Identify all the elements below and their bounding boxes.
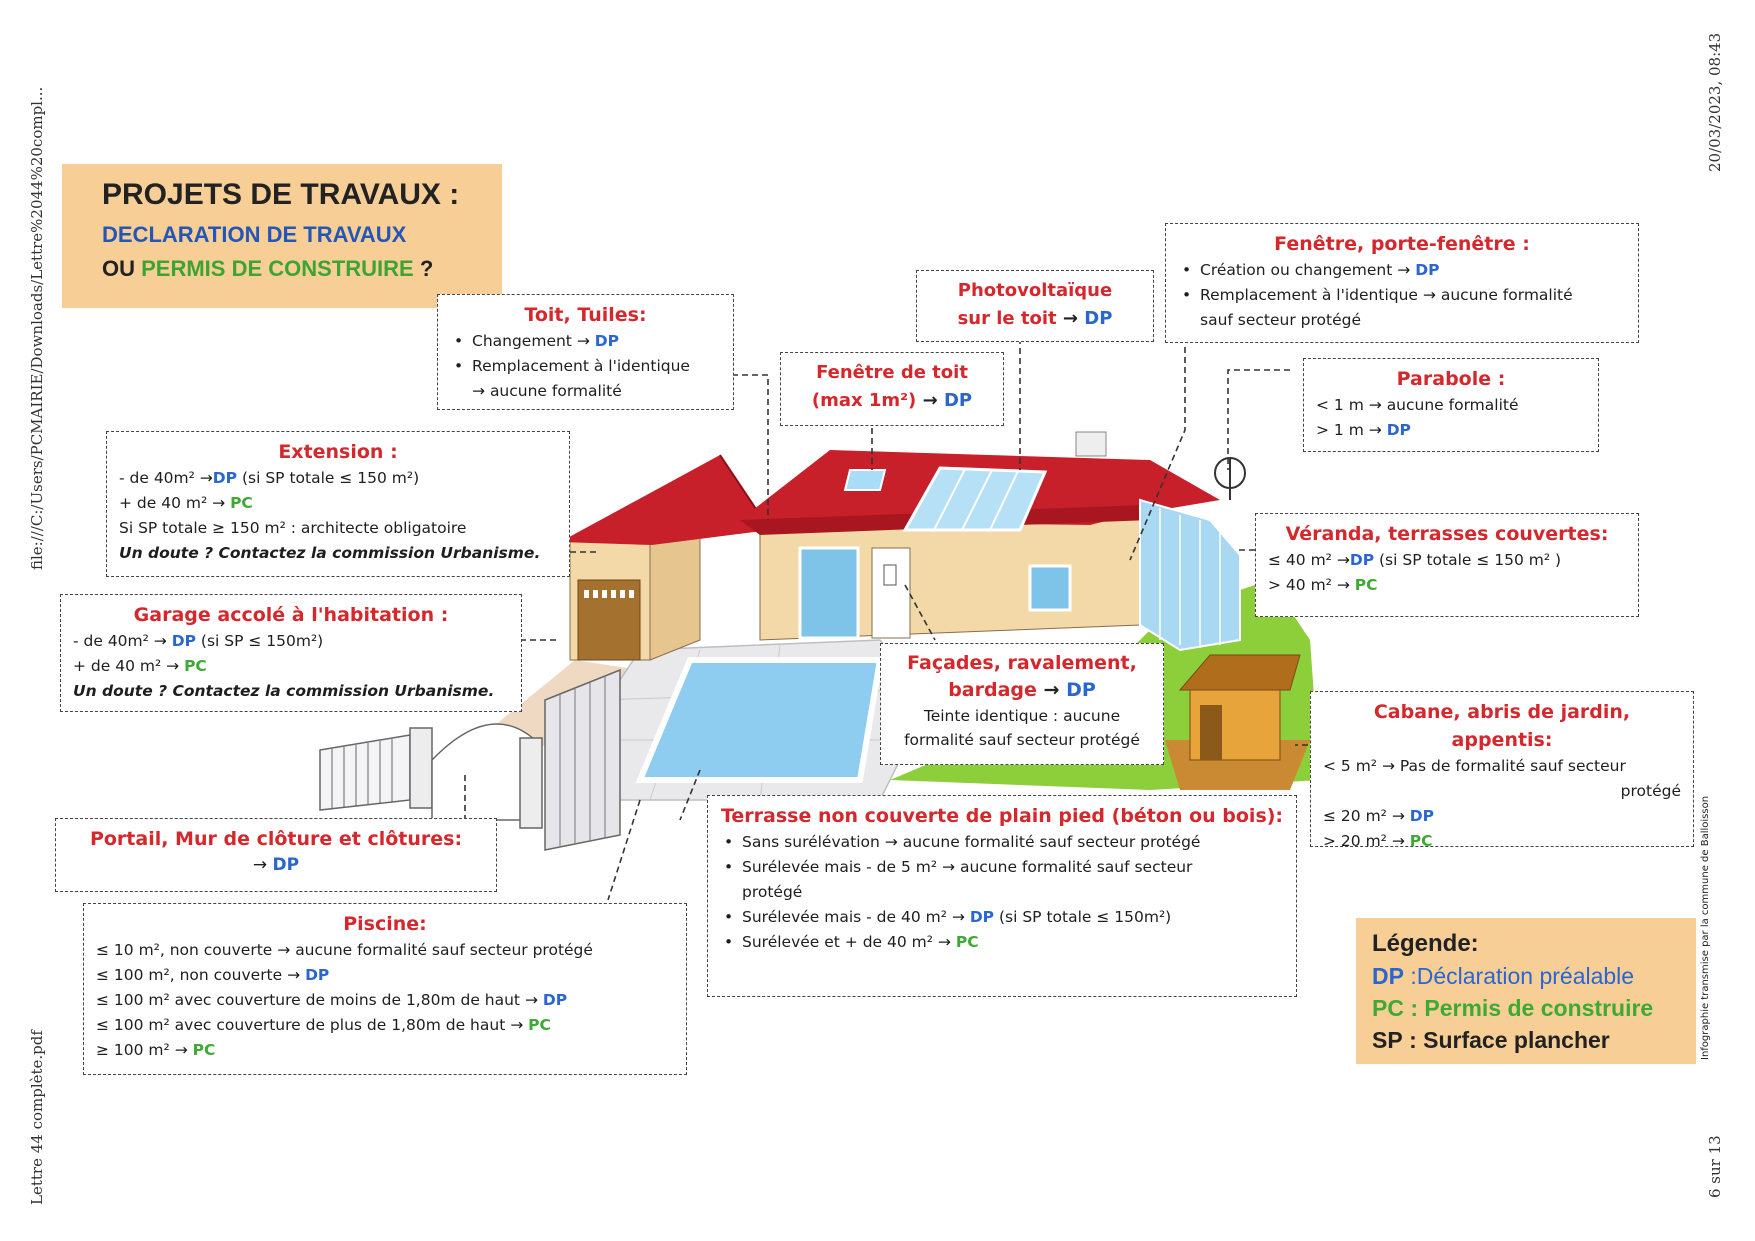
legend-pc: PC : Permis de construire bbox=[1372, 995, 1654, 1021]
solar-panels bbox=[902, 466, 1048, 532]
legend-sp: SP : Surface plancher bbox=[1372, 1027, 1610, 1053]
terrasse-box: Terrasse non couverte de plain pied (bét… bbox=[707, 795, 1297, 997]
portail-heading: Portail, Mur de clôture et clôtures: bbox=[89, 828, 463, 850]
piscine-heading: Piscine: bbox=[343, 913, 427, 935]
fenetre-toit-box: Fenêtre de toit (max 1m²) → DP bbox=[780, 352, 1004, 426]
extension-box: Extension : - de 40m² →DP (si SP totale … bbox=[106, 431, 570, 577]
parabole-box: Parabole : < 1 m → aucune formalité > 1 … bbox=[1303, 358, 1599, 452]
veranda bbox=[1139, 498, 1241, 652]
photovoltaique-box: Photovoltaïque sur le toit → DP bbox=[916, 270, 1154, 342]
fenetre-box: Fenêtre, porte-fenêtre : Création ou cha… bbox=[1165, 223, 1639, 343]
facades-box: Façades, ravalement, bardage → DP Teinte… bbox=[880, 643, 1164, 765]
bay-window bbox=[798, 546, 860, 640]
garage-heading: Garage accolé à l'habitation : bbox=[133, 604, 449, 626]
fenetre-heading: Fenêtre, porte-fenêtre : bbox=[1274, 233, 1530, 255]
legend-box: Légende: DP :Déclaration préalable PC : … bbox=[1356, 918, 1696, 1064]
veranda-heading: Véranda, terrasses couvertes: bbox=[1285, 523, 1609, 545]
toit-box: Toit, Tuiles: Changement → DP Remplaceme… bbox=[437, 294, 734, 410]
chimney bbox=[1075, 431, 1107, 457]
house-door bbox=[871, 547, 911, 639]
gate-pillar bbox=[409, 727, 433, 809]
subtitle-declaration: DECLARATION DE TRAVAUX bbox=[102, 222, 407, 247]
portail-box: Portail, Mur de clôture et clôtures: → D… bbox=[55, 818, 497, 892]
gate-pillar-right bbox=[519, 737, 543, 829]
main-title: PROJETS DE TRAVAUX : bbox=[102, 178, 460, 211]
legend-dp: DP :Déclaration préalable bbox=[1372, 963, 1635, 989]
gate-left bbox=[319, 734, 411, 811]
veranda-box: Véranda, terrasses couvertes: ≤ 40 m² →D… bbox=[1255, 513, 1639, 617]
title-box: PROJETS DE TRAVAUX : DECLARATION DE TRAV… bbox=[62, 164, 502, 308]
legend-heading: Légende: bbox=[1372, 930, 1479, 957]
garage-box: Garage accolé à l'habitation : - de 40m²… bbox=[60, 594, 522, 712]
right-window bbox=[1028, 564, 1072, 612]
terrasse-heading: Terrasse non couverte de plain pied (bét… bbox=[720, 805, 1284, 827]
garden-cabin-roof bbox=[1178, 654, 1301, 691]
cabane-box: Cabane, abris de jardin, appentis: < 5 m… bbox=[1310, 691, 1694, 850]
parabole-heading: Parabole : bbox=[1396, 368, 1506, 390]
pool bbox=[635, 657, 884, 783]
cabane-heading: Cabane, abris de jardin, appentis: bbox=[1373, 701, 1631, 751]
garage-roof bbox=[560, 455, 770, 545]
roof-window bbox=[843, 469, 887, 491]
toit-heading: Toit, Tuiles: bbox=[524, 304, 647, 326]
subtitle-permis: OU PERMIS DE CONSTRUIRE ? bbox=[102, 256, 434, 281]
leader-lines bbox=[464, 338, 1308, 901]
extension-heading: Extension : bbox=[278, 441, 398, 463]
fence bbox=[544, 668, 621, 851]
piscine-box: Piscine: ≤ 10 m², non couverte → aucune … bbox=[83, 903, 687, 1075]
